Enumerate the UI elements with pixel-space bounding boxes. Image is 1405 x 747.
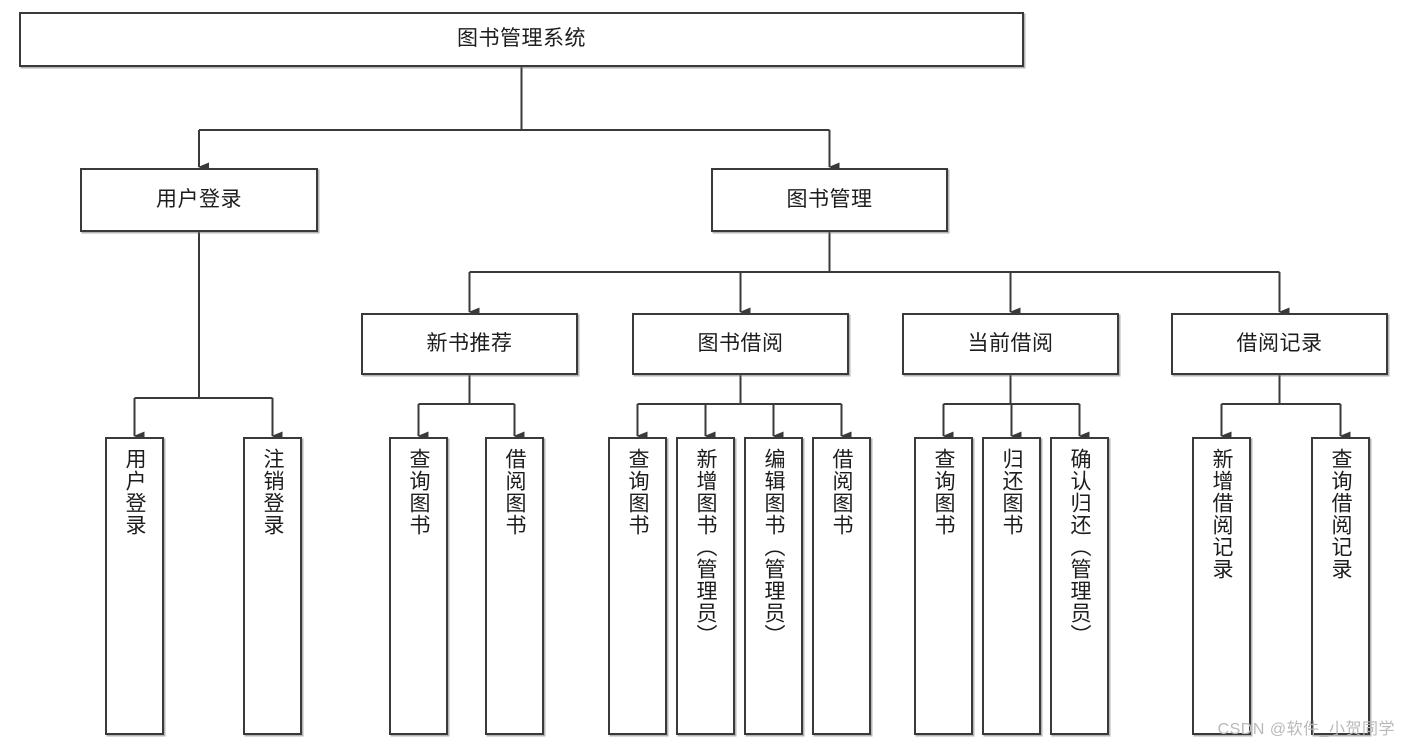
node-label: 确认归还（管理员）: [1068, 448, 1092, 646]
node-l2-current-borrow[interactable]: 当前借阅: [902, 313, 1119, 375]
node-l1-book-manage[interactable]: 图书管理: [711, 168, 948, 232]
node-label: 借阅图书: [830, 448, 854, 536]
node-leaf-cb-confirm[interactable]: 确认归还（管理员）: [1050, 437, 1109, 735]
node-label: 借阅记录: [1236, 331, 1323, 355]
node-leaf-bb-add[interactable]: 新增图书（管理员）: [676, 437, 735, 735]
node-label: 归还图书: [1000, 448, 1024, 536]
node-leaf-user-login[interactable]: 用户登录: [105, 437, 164, 735]
node-label: 查询图书: [932, 448, 956, 536]
node-label: 图书管理: [786, 187, 873, 211]
node-leaf-cb-query[interactable]: 查询图书: [914, 437, 973, 735]
node-l2-new-book-rec[interactable]: 新书推荐: [361, 313, 578, 375]
node-label: 图书借阅: [697, 331, 784, 355]
node-label: 新书推荐: [426, 331, 513, 355]
node-label: 查询图书: [407, 448, 431, 536]
node-root[interactable]: 图书管理系统: [19, 12, 1024, 67]
node-leaf-rec-borrow[interactable]: 借阅图书: [485, 437, 544, 735]
node-leaf-bb-borrow[interactable]: 借阅图书: [812, 437, 871, 735]
node-label: 新增借阅记录: [1210, 448, 1234, 580]
node-label: 图书管理系统: [457, 27, 586, 51]
node-leaf-bb-query[interactable]: 查询图书: [608, 437, 667, 735]
node-leaf-br-query[interactable]: 查询借阅记录: [1311, 437, 1370, 735]
node-label: 用户登录: [123, 448, 147, 536]
node-leaf-user-logout[interactable]: 注销登录: [243, 437, 302, 735]
node-label: 当前借阅: [967, 331, 1054, 355]
node-leaf-bb-edit[interactable]: 编辑图书（管理员）: [744, 437, 803, 735]
node-leaf-rec-query[interactable]: 查询图书: [389, 437, 448, 735]
node-label: 查询借阅记录: [1329, 448, 1353, 580]
node-label: 注销登录: [261, 448, 285, 536]
node-leaf-br-add[interactable]: 新增借阅记录: [1192, 437, 1251, 735]
node-label: 查询图书: [626, 448, 650, 536]
node-label: 借阅图书: [503, 448, 527, 536]
edge-layer: [133, 67, 1351, 441]
node-l2-borrow-record[interactable]: 借阅记录: [1171, 313, 1388, 375]
node-label: 用户登录: [156, 187, 242, 211]
node-label: 新增图书（管理员）: [694, 448, 718, 646]
node-leaf-cb-return[interactable]: 归还图书: [982, 437, 1041, 735]
node-l2-book-borrow[interactable]: 图书借阅: [632, 313, 849, 375]
node-l1-user-login[interactable]: 用户登录: [80, 168, 318, 232]
node-label: 编辑图书（管理员）: [762, 448, 786, 646]
watermark: CSDN @软件_小贺同学: [1217, 721, 1395, 738]
